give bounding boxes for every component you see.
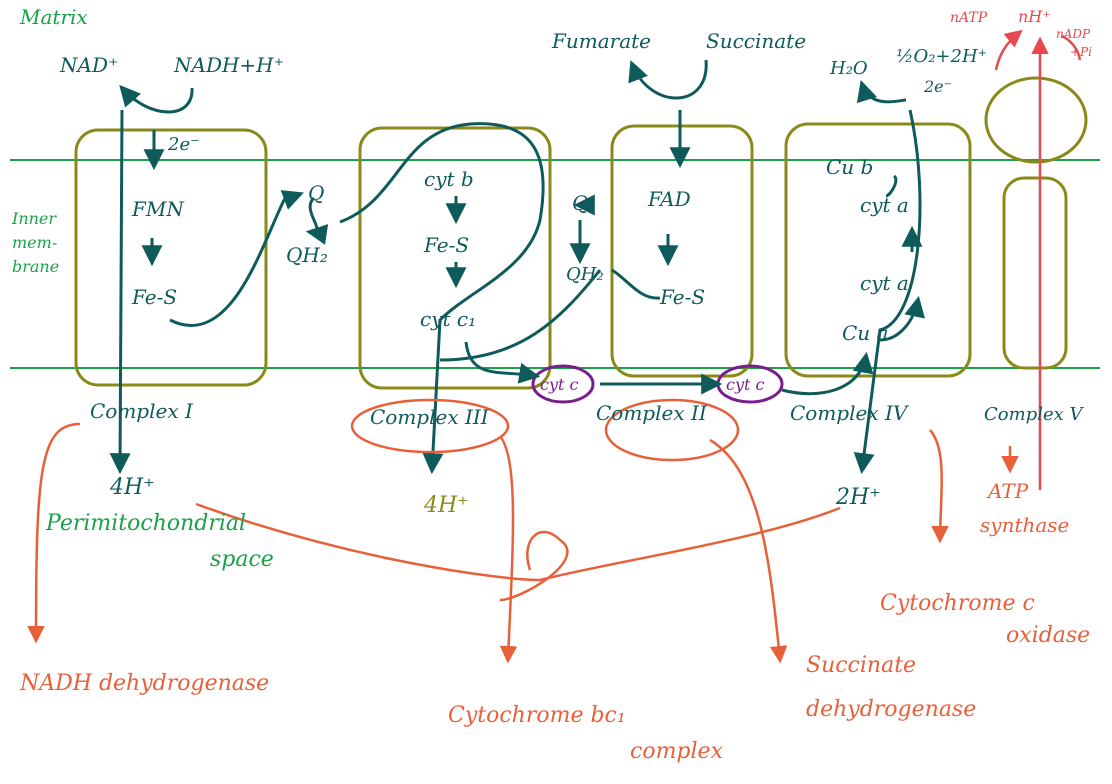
- complex1-fes: Fe-S: [131, 285, 177, 309]
- complex4-cyta3: cyt a: [860, 193, 909, 217]
- enzyme-bc1-2: complex: [630, 739, 724, 764]
- complex2-fad: FAD: [647, 187, 691, 211]
- complex1-fmn: FMN: [131, 197, 185, 221]
- complex4-box: [784, 122, 972, 378]
- cytc-right-label: cyt c: [726, 375, 765, 394]
- enzyme-atp-2: synthase: [980, 513, 1069, 537]
- complex2-label: Complex II: [596, 401, 708, 425]
- complex2-qh2: QH₂: [566, 264, 604, 285]
- complex3-protons: 4H⁺: [423, 493, 469, 518]
- space-label-2: space: [210, 547, 274, 572]
- membrane-label-1: Inner: [11, 209, 57, 228]
- complex4-oxygen: ½O₂+2H⁺: [896, 46, 987, 67]
- red-arrows: [994, 29, 1082, 490]
- complex3-fes: Fe-S: [423, 233, 469, 257]
- complex4-2e: 2e⁻: [923, 77, 952, 96]
- orange-lines: [27, 398, 1019, 664]
- complex4-cyta: cyt a: [860, 271, 909, 295]
- complex1-2e: 2e⁻: [167, 134, 200, 155]
- complex2-fumarate: Fumarate: [551, 29, 651, 53]
- enzyme-sdh-1: Succinate: [806, 653, 916, 678]
- teal-arrows: [109, 59, 925, 475]
- space-label-1: Perimitochondrial: [45, 511, 246, 536]
- complex2-fes: Fe-S: [659, 285, 705, 309]
- complex1-label: Complex I: [90, 399, 194, 423]
- enzyme-cco-2: oxidase: [1006, 623, 1090, 648]
- complex5-atp: nATP: [950, 10, 988, 26]
- complex5-adp: nADP: [1056, 27, 1091, 41]
- complex4-label: Complex IV: [790, 401, 910, 425]
- complex1-nadh: NADH+H⁺: [173, 53, 284, 77]
- complex2-succinate: Succinate: [706, 29, 806, 53]
- complex4-water: H₂O: [829, 58, 868, 79]
- complex2-box: [610, 124, 754, 378]
- complex1-nad: NAD⁺: [59, 53, 119, 77]
- enzyme-atp-1: ATP: [986, 479, 1029, 503]
- matrix-label: Matrix: [19, 5, 88, 29]
- complex5-h: nH⁺: [1018, 7, 1051, 26]
- cytc-left-circle: [531, 364, 595, 404]
- complex5-label: Complex V: [984, 404, 1084, 425]
- membrane-label-2: mem-: [12, 233, 57, 252]
- complex3-cytb: cyt b: [424, 167, 474, 191]
- enzyme-nadh-dehydrogenase: NADH dehydrogenase: [19, 671, 269, 696]
- complex3-label: Complex III: [370, 405, 490, 429]
- complex5-shape: [984, 76, 1088, 370]
- membrane-lines: [10, 159, 1100, 369]
- complex1-box: [74, 128, 268, 387]
- complex4-cub: Cu b: [826, 155, 873, 179]
- complex4-protons: 2H⁺: [835, 485, 881, 510]
- quinone-q: Q: [308, 181, 324, 205]
- complex1-protons: 4H⁺: [109, 475, 155, 500]
- cytc-left-label: cyt c: [540, 375, 579, 394]
- enzyme-sdh-2: dehydrogenase: [806, 697, 976, 722]
- enzyme-cco-1: Cytochrome c: [880, 591, 1035, 616]
- complex2-q: Q: [572, 191, 588, 215]
- enzyme-bc1-1: Cytochrome bc₁: [448, 703, 626, 728]
- complex5-pi: +Pi: [1070, 45, 1092, 59]
- quinone-qh2: QH₂: [286, 243, 328, 267]
- complex4-cua: Cu a: [842, 321, 888, 345]
- membrane-label-3: brane: [12, 257, 59, 276]
- complex3-cytc1: cyt c₁: [420, 307, 476, 331]
